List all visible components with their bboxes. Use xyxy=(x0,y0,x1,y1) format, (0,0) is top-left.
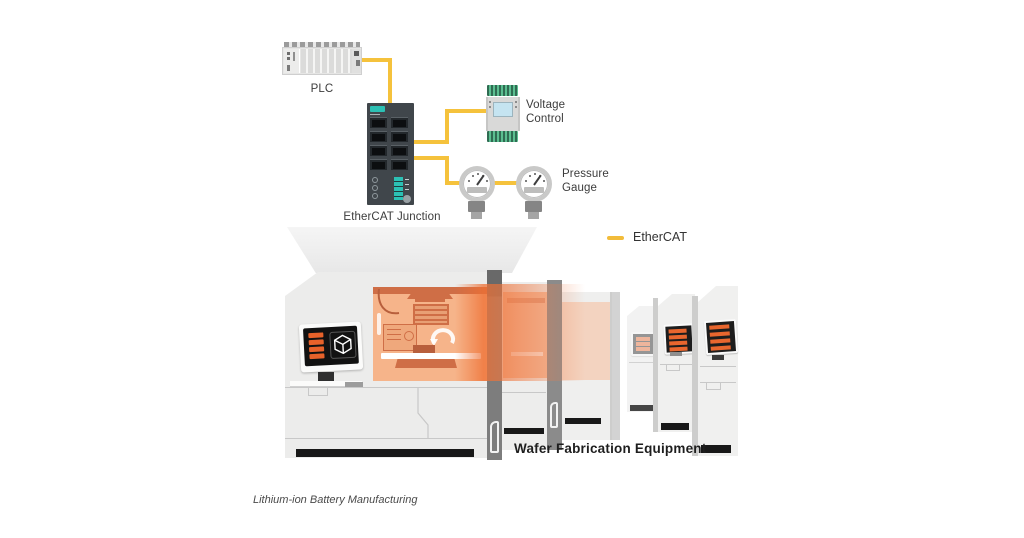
plc-cpu-module xyxy=(284,49,300,73)
legend-label: EtherCAT xyxy=(633,230,687,244)
pressure-gauge-dial xyxy=(459,166,495,202)
voltage-control-display xyxy=(493,102,513,117)
chamber-rotation-arrow xyxy=(430,328,455,346)
plc-device xyxy=(282,42,362,79)
rj45-port xyxy=(370,159,387,170)
voltage-control-label: Voltage Control xyxy=(526,99,566,125)
brand-badge xyxy=(370,106,385,112)
figure-caption: Lithium-ion Battery Manufacturing xyxy=(253,494,418,506)
plc-din-rail xyxy=(284,42,360,47)
control-screen xyxy=(663,323,695,355)
gauge-needle xyxy=(476,174,485,186)
wafer-stage xyxy=(381,353,481,359)
plc-label: PLC xyxy=(310,83,334,95)
cable-plc-vertical xyxy=(388,58,392,104)
chamber-vent xyxy=(413,304,449,325)
grounding-screw xyxy=(403,195,411,203)
rj45-port xyxy=(391,117,408,128)
control-screen xyxy=(631,332,655,356)
machine-right-middle xyxy=(653,294,695,434)
terminal-strip-bottom xyxy=(487,131,518,142)
voltage-control-device xyxy=(486,85,520,143)
chamber-console xyxy=(383,324,417,351)
control-screen xyxy=(703,318,739,356)
rotary-switch xyxy=(372,185,378,191)
junction-label: EtherCAT Junction xyxy=(343,211,441,223)
rotary-switch xyxy=(372,193,378,199)
monitor-stand xyxy=(318,372,334,381)
machine-right-small xyxy=(627,306,657,414)
rj45-port xyxy=(370,145,387,156)
ethercat-junction-device xyxy=(367,103,414,205)
gauge-fitting xyxy=(471,212,482,219)
cable-gauge-vertical xyxy=(445,156,449,184)
operator-monitor xyxy=(298,321,364,373)
plc-end-cap xyxy=(352,49,361,73)
rj45-port xyxy=(391,159,408,170)
cable-vc-stub xyxy=(412,140,449,144)
rotary-switch xyxy=(372,177,378,183)
wafer-stage-items xyxy=(413,345,435,353)
legend-line-swatch xyxy=(607,236,624,240)
pillar-handle xyxy=(490,421,499,453)
terminal-strip-top xyxy=(487,85,518,96)
equipment-label: Wafer Fabrication Equipment xyxy=(514,441,707,456)
gauge-fitting xyxy=(528,212,539,219)
cube-icon xyxy=(329,330,357,360)
rj45-port xyxy=(370,117,387,128)
cable-plc-horizontal xyxy=(358,58,392,62)
rj45-port xyxy=(391,145,408,156)
monitor-screen xyxy=(302,325,359,367)
zoom-projection-funnel xyxy=(287,227,537,273)
panel-lines xyxy=(417,387,429,438)
monitor-shelf xyxy=(290,381,362,387)
process-glow xyxy=(455,284,585,381)
gauge-needle xyxy=(533,174,542,186)
plc-io-modules xyxy=(301,49,352,73)
machine-right-large xyxy=(692,286,739,458)
machine-front xyxy=(285,268,502,460)
cable-vc-horizontal xyxy=(445,109,490,113)
rj45-port xyxy=(391,131,408,142)
pressure-gauge-dial xyxy=(516,166,552,202)
terminal-block xyxy=(394,177,403,200)
cable-vc-vertical xyxy=(445,109,449,144)
pressure-gauge-label: Pressure Gauge xyxy=(562,168,609,194)
chamber-cable xyxy=(377,289,400,315)
gauge-fitting xyxy=(525,201,542,212)
rj45-port xyxy=(370,131,387,142)
gauge-fitting xyxy=(468,201,485,212)
cable-gauge-stub xyxy=(412,156,449,160)
stage-pedestal xyxy=(395,359,457,368)
